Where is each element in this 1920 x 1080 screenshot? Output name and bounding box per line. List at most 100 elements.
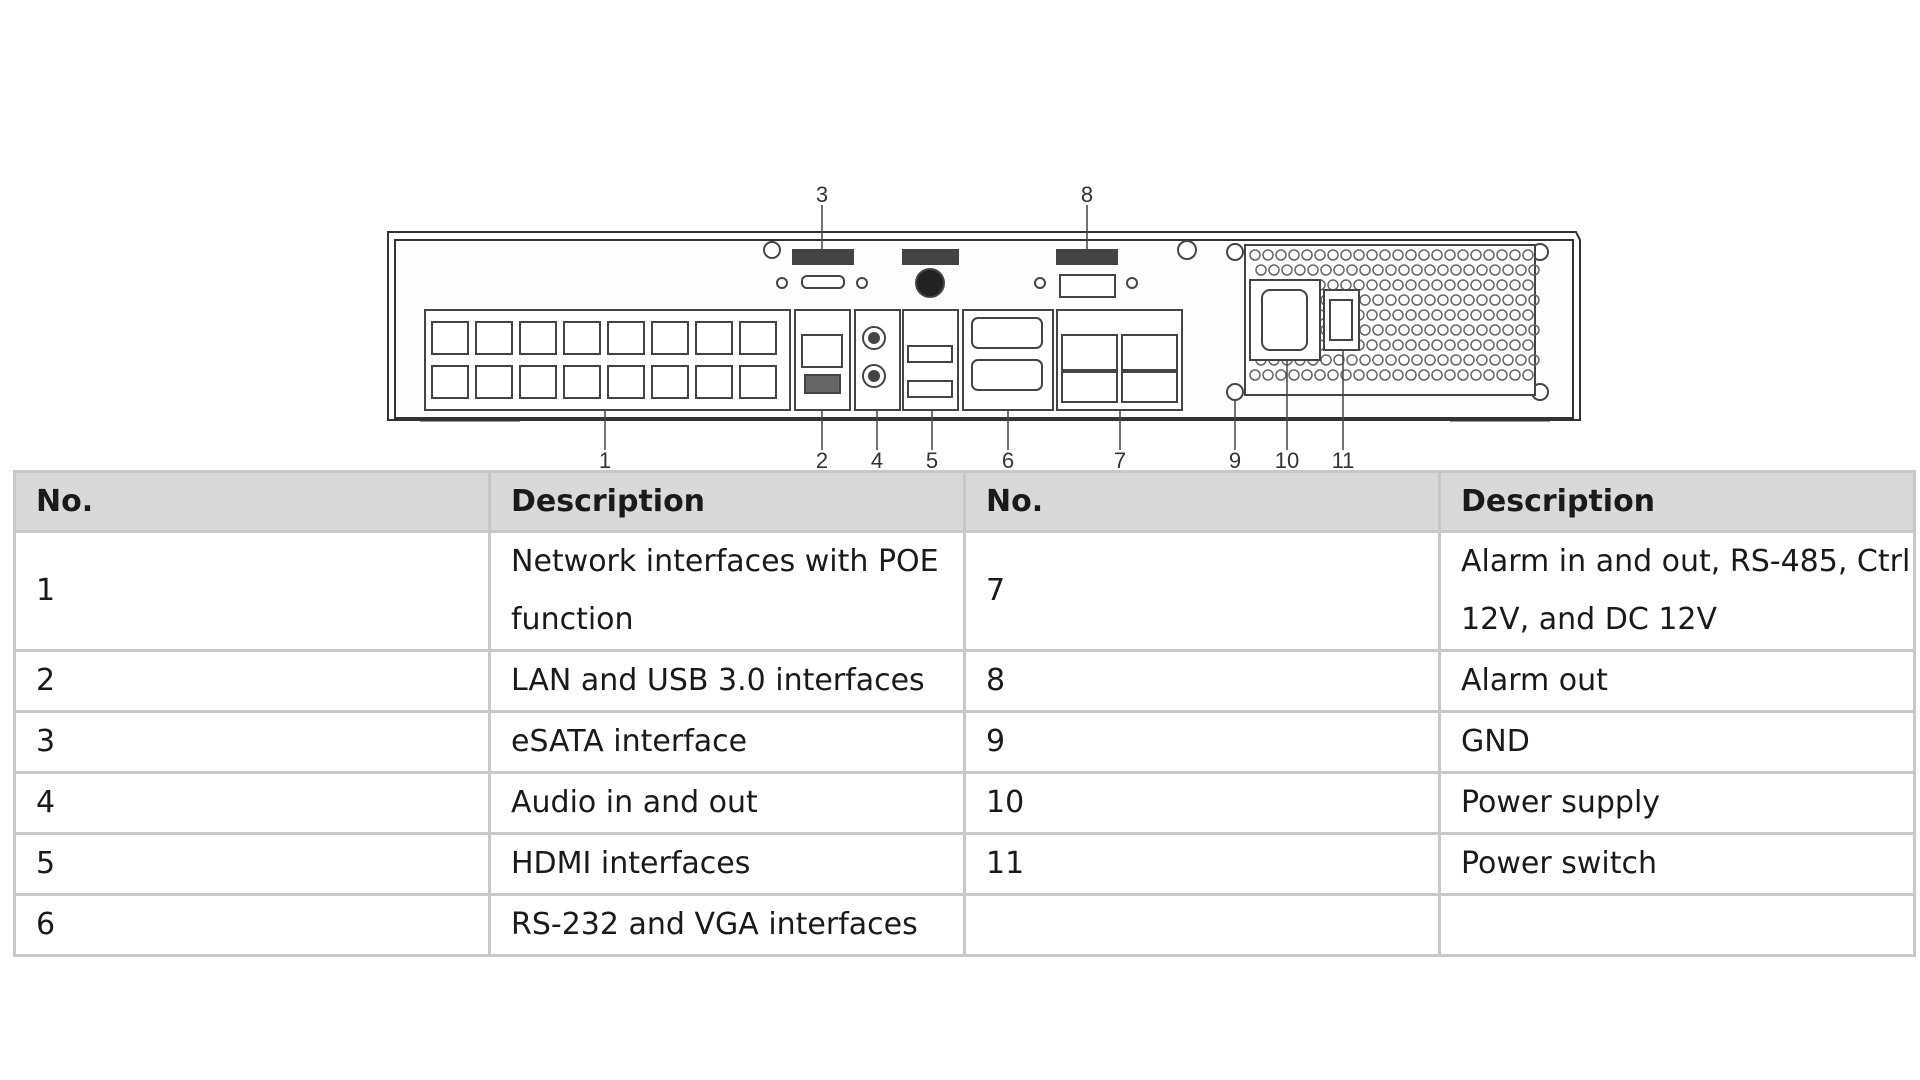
vent-hole (1379, 339, 1391, 351)
vent-hole (1450, 324, 1462, 336)
vent-hole (1353, 369, 1365, 381)
vent-hole (1379, 369, 1391, 381)
vent-hole (1509, 249, 1521, 261)
header-no-left: No. (13, 470, 491, 533)
callout-2: 2 (816, 448, 828, 470)
audio-ports (854, 309, 901, 411)
vent-hole (1470, 279, 1482, 291)
vent-hole (1528, 354, 1540, 366)
vent-hole (1366, 369, 1378, 381)
vent-hole (1385, 294, 1397, 306)
vent-hole (1249, 369, 1261, 381)
vent-hole (1385, 324, 1397, 336)
rj45-port (519, 321, 557, 355)
row-number: 9 (963, 710, 1441, 774)
rj45-port (651, 365, 689, 399)
rj45-port (431, 321, 469, 355)
vent-hole (1489, 264, 1501, 276)
vent-hole (1522, 369, 1534, 381)
callout-4: 4 (871, 448, 883, 470)
callout-10: 10 (1275, 448, 1299, 470)
vent-hole (1392, 369, 1404, 381)
row-description: RS-232 and VGA interfaces (488, 893, 966, 957)
vent-hole (1372, 324, 1384, 336)
vent-hole (1275, 249, 1287, 261)
rj45-port (607, 321, 645, 355)
callout-3: 3 (816, 182, 828, 207)
rj45-port (695, 321, 733, 355)
vent-hole (1528, 324, 1540, 336)
vent-hole (1450, 264, 1462, 276)
vent-hole (1457, 369, 1469, 381)
vent-hole (1340, 249, 1352, 261)
vent-hole (1398, 264, 1410, 276)
vent-hole (1502, 294, 1514, 306)
vent-hole (1314, 249, 1326, 261)
vent-hole (1372, 354, 1384, 366)
vent-hole (1418, 369, 1430, 381)
row-description: Alarm in and out, RS-485, Ctrl 12V, and … (1438, 530, 1916, 652)
vent-hole (1437, 264, 1449, 276)
vent-hole (1496, 249, 1508, 261)
vent-hole (1528, 294, 1540, 306)
row-number: 3 (13, 710, 491, 774)
header-no-right: No. (963, 470, 1441, 533)
row-number: 11 (963, 832, 1441, 896)
vent-hole (1359, 354, 1371, 366)
vent-hole (1502, 354, 1514, 366)
vent-hole (1502, 264, 1514, 276)
vent-hole (1327, 369, 1339, 381)
vent-hole (1437, 324, 1449, 336)
vent-hole (1366, 339, 1378, 351)
vent-hole (1457, 279, 1469, 291)
vent-hole (1392, 249, 1404, 261)
vent-hole (1431, 249, 1443, 261)
alarm-terminals (1034, 249, 1183, 411)
vent-hole (1366, 249, 1378, 261)
esata-port (763, 241, 868, 289)
row-description: eSATA interface (488, 710, 966, 774)
vent-hole (1450, 294, 1462, 306)
row-description: Power switch (1438, 832, 1916, 896)
vent-hole (1418, 309, 1430, 321)
callout-7: 7 (1114, 448, 1126, 470)
row-description: Audio in and out (488, 771, 966, 835)
vent-hole (1268, 264, 1280, 276)
vent-hole (1457, 309, 1469, 321)
callout-5: 5 (926, 448, 938, 470)
vent-hole (1509, 369, 1521, 381)
vent-hole (1515, 324, 1527, 336)
rj45-port (563, 321, 601, 355)
vent-hole (1385, 354, 1397, 366)
vent-hole (1522, 339, 1534, 351)
vent-hole (1281, 264, 1293, 276)
vent-hole (1457, 249, 1469, 261)
table-row: 1 Network interfaces with POE function 7… (13, 530, 1916, 652)
vent-hole (1288, 369, 1300, 381)
vent-hole (1327, 249, 1339, 261)
table-header-row: No. Description No. Description (13, 470, 1916, 533)
vent-hole (1411, 354, 1423, 366)
vent-hole (1424, 294, 1436, 306)
vent-hole (1314, 369, 1326, 381)
row-description: HDMI interfaces (488, 832, 966, 896)
table-row: 4 Audio in and out 10 Power supply (13, 771, 1916, 835)
vent-hole (1522, 279, 1534, 291)
callout-lines (604, 205, 1344, 450)
vent-hole (1275, 369, 1287, 381)
vent-hole (1470, 339, 1482, 351)
rs232-vga-ports (962, 309, 1054, 411)
callout-1: 1 (599, 448, 611, 470)
rj45-port (739, 321, 777, 355)
row-number: 1 (13, 530, 491, 652)
power-supply-area (1244, 244, 1540, 396)
vent-hole (1496, 309, 1508, 321)
vent-hole (1320, 264, 1332, 276)
rear-panel-diagram: 3 8 1 2 4 5 6 7 9 10 11 (387, 182, 1581, 470)
row-number: 8 (963, 649, 1441, 713)
row-description: Power supply (1438, 771, 1916, 835)
vent-hole (1437, 354, 1449, 366)
callout-11: 11 (1332, 448, 1355, 470)
vent-hole (1463, 324, 1475, 336)
vent-hole (1372, 264, 1384, 276)
